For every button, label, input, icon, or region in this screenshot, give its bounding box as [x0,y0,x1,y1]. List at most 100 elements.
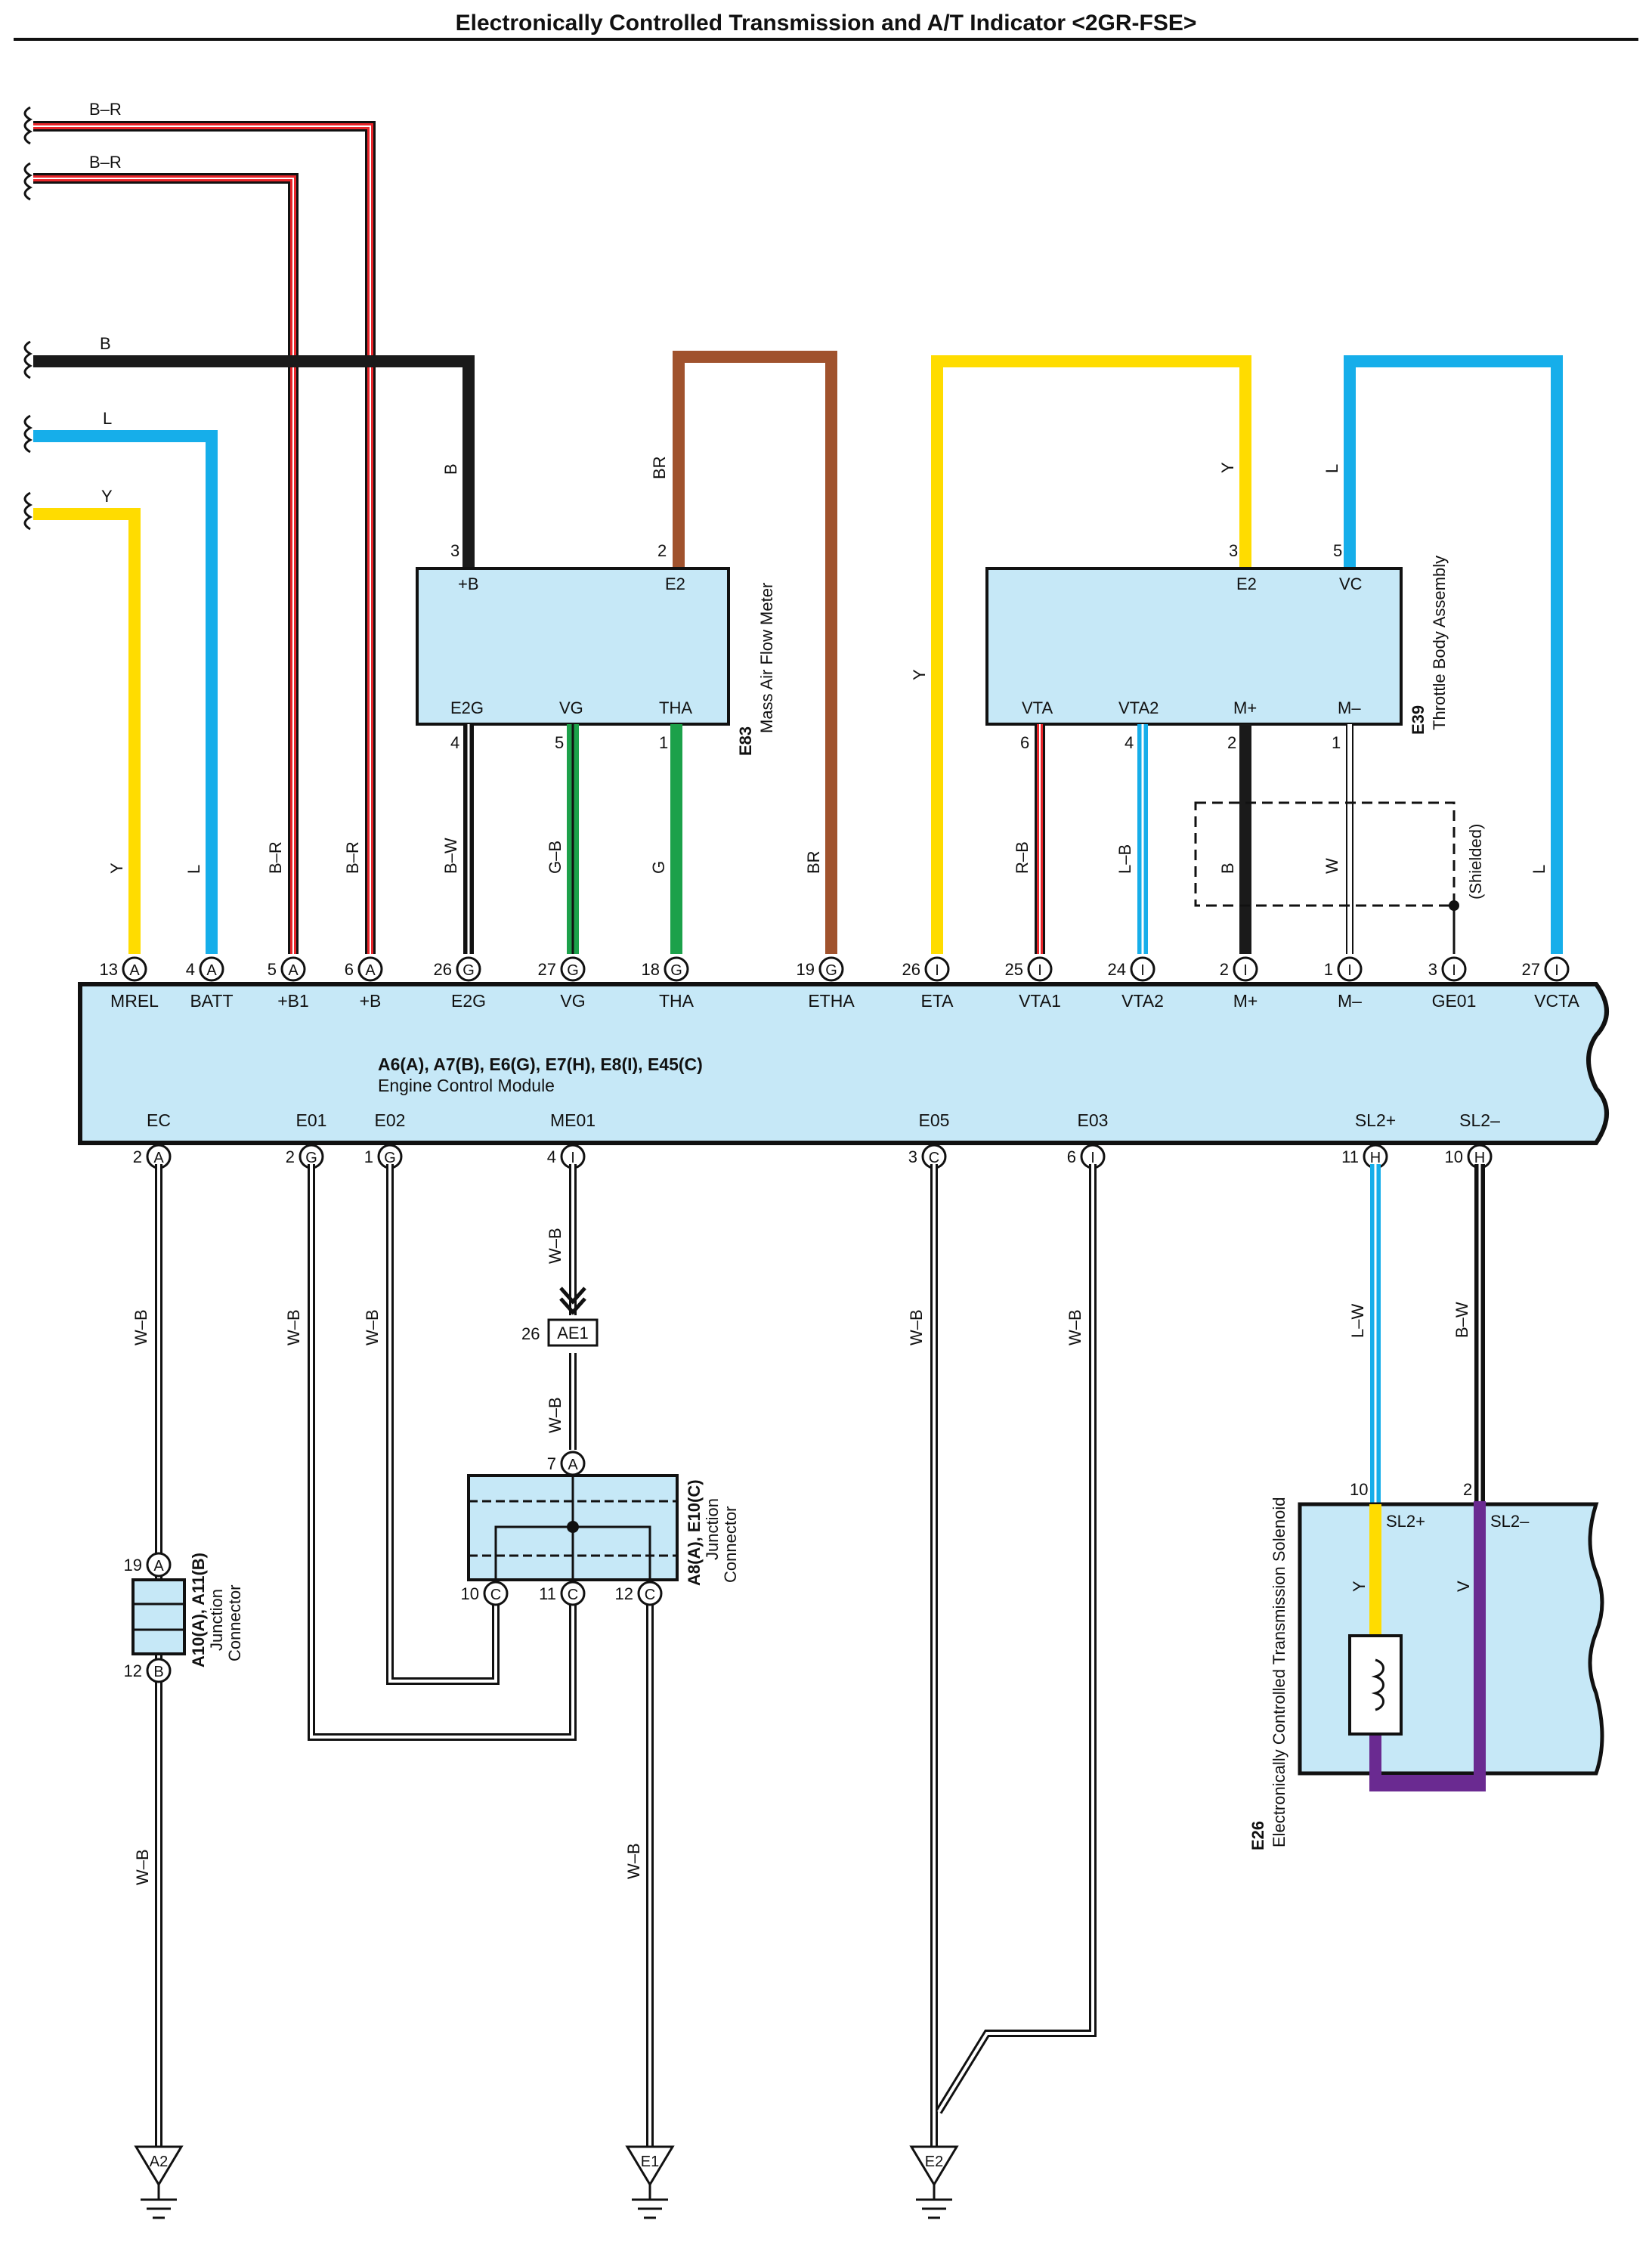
ecm-top-pin-1-conn: A [206,962,217,979]
ecm-top-wire-label-10: L–B [1115,844,1134,874]
ecm-bottom-wire-label-1: W–B [284,1309,303,1345]
ground-label-0: A2 [150,2154,168,2170]
jc-a8-out-pin-1-circle [560,1581,586,1606]
jc-a10-in-pin-num: 19 [124,1556,142,1575]
ecm-top-wire-label-14: L [1530,865,1548,874]
jc-a8-out-pin-2-circle [637,1581,663,1606]
ecm-top-pin-3-conn: A [365,962,376,979]
throttle-pin-name-mplus: M+ [1233,698,1257,717]
jc-a8-out-pin-1-num: 11 [539,1584,556,1603]
throttle-pin-name-mminus: M– [1338,698,1361,717]
ecm-bottom-pin-name-7: SL2– [1459,1110,1500,1130]
wire-wb-e02 [386,1164,500,1685]
jc-a8-in-pin-circle [560,1451,586,1476]
ecm-top-wire-label-9: R–B [1013,841,1032,874]
throttle-pin-num-mplus: 2 [1227,733,1236,752]
left-wire-label-br-1: B–R [89,100,122,119]
ecm-top-pin-7-circle [818,956,844,982]
jc-a10-wire-below: W–B [133,1849,152,1885]
ground-symbol-2 [909,2145,959,2187]
ecm-top-pin-name-7: ETHA [808,991,855,1011]
jc-a10-type2: Connector [225,1584,244,1661]
throttle-pin-num-mminus: 1 [1332,733,1341,752]
ecm-top-pin-5-conn: G [567,962,579,979]
throttle-name: Throttle Body Assembly [1430,556,1449,730]
ecm-top-pin-7-num: 19 [797,960,815,979]
ecm-top-pin-0-circle [122,956,147,982]
ecm-top-pin-5-circle [560,956,586,982]
ecm-top-pin-11-num: 2 [1220,960,1229,979]
me01-wire-label: W–B [546,1228,565,1264]
ecm-top-pin-7-conn: G [825,962,837,979]
left-wire-label-y: Y [101,487,113,506]
maf-name: Mass Air Flow Meter [757,583,776,733]
jc-a10-grid [133,1602,184,1631]
ecm-top-pin-name-9: VTA1 [1019,991,1061,1011]
throttle-pin-num-vc: 5 [1333,541,1342,560]
jc-a10-in-pin-circle [146,1552,172,1578]
ae1-num: 26 [521,1324,540,1343]
jc-a10-in-pin-conn: A [153,1558,164,1575]
ecm-top-pin-10-conn: I [1140,962,1145,979]
throttle-wire-label-l: L [1323,464,1341,473]
ecm-top-pin-8-num: 26 [902,960,920,979]
jc-a8-out-pin-0-conn: C [490,1587,501,1603]
maf-pin-name-e2: E2 [665,574,685,593]
ecm-top-pin-14-num: 27 [1522,960,1540,979]
ecm-bottom-wire-label-4: W–B [907,1309,926,1345]
ecm-top-pin-2-circle [280,956,306,982]
wire-b-maf [33,355,475,568]
ecm-connectors: A6(A), A7(B), E6(G), E7(H), E8(I), E45(C… [378,1054,703,1074]
ecm-bottom-pin-6-conn: H [1370,1150,1381,1166]
ecm-top-pin-name-14: VCTA [1534,991,1579,1011]
jc-a10-out-pin-conn: B [153,1664,163,1680]
solenoid-name: Electronically Controlled Transmission S… [1270,1497,1288,1847]
jc-a10-type1: Junction [207,1589,226,1651]
shield-label: (Shielded) [1466,824,1485,900]
maf-pin-num-e2: 2 [657,541,667,560]
ae1-name: AE1 [557,1324,589,1342]
left-wire-label-b: B [100,334,111,353]
jc-a8-junction-dot [567,1521,579,1533]
ecm-top-pin-1-circle [199,956,224,982]
left-wire-label-l: L [103,409,112,428]
solenoid-pin-name-sl2minus: SL2– [1490,1512,1530,1531]
ecm-bottom-pin-name-2: E02 [375,1110,406,1130]
ecm-top-pin-name-2: +B1 [277,991,309,1011]
ecm-bottom-wire-label-5: W–B [1066,1309,1084,1345]
ecm-bottom-wire-label-2: W–B [363,1309,382,1345]
ecm-name: Engine Control Module [378,1076,555,1095]
ecm-top-pin-11-circle [1233,956,1258,982]
throttle-pin-name-e2: E2 [1236,574,1257,593]
ecm-top-pin-12-num: 1 [1324,960,1333,979]
ecm-bottom-pin-1-num: 2 [286,1147,295,1166]
ecm-top-wire-label-2: B–R [266,841,285,874]
ecm-bottom-pin-0-num: 2 [133,1147,142,1166]
maf-pin-name-plusb: +B [458,574,479,593]
ecm-top-pin-name-1: BATT [190,991,233,1011]
maf-pin-num-e2g: 4 [450,733,459,752]
ecm-bottom-pin-5-num: 6 [1067,1147,1076,1166]
throttle-box [985,567,1403,726]
ecm-bottom-pin-2-num: 1 [364,1147,373,1166]
ecm-bottom-pin-name-1: E01 [296,1110,327,1130]
solenoid-wire-y: Y [1350,1581,1369,1592]
ecm-top-pin-name-12: M– [1338,991,1362,1011]
left-wire-label-br-2: B–R [89,153,122,172]
ecm-box [78,982,1609,1145]
ecm-top-pin-name-4: E2G [451,991,486,1011]
wire-br-b [33,121,376,954]
ecm-top-wire-label-5: G–B [546,841,565,874]
throttle-pin-name-vc: VC [1339,574,1363,593]
ecm-top-wire-label-6: G [649,861,668,874]
ecm-bottom-pin-1-conn: G [305,1150,317,1166]
ecm-top-pin-11-conn: I [1243,962,1248,979]
solenoid-coil-icon [1371,1658,1384,1711]
wire-wb-e03 [935,1164,1097,2114]
ecm-bottom-pin-7-conn: H [1474,1150,1485,1166]
ecm-bottom-pin-name-5: E03 [1078,1110,1109,1130]
jc-a10-out-pin-num: 12 [124,1661,142,1680]
jc-a10-pins: A 19B 12 [124,1552,172,1683]
ecm-top-wire-label-7: BR [804,850,823,874]
